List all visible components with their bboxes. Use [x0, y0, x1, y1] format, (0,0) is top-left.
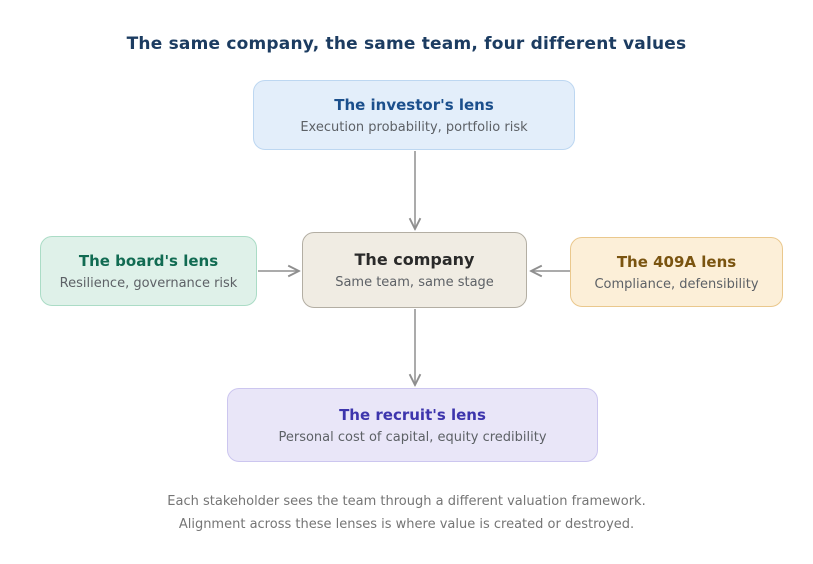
node-company-description: Same team, same stage	[335, 275, 494, 290]
node-investor-label: The investor's lens	[334, 95, 494, 114]
node-board-description: Resilience, governance risk	[59, 275, 238, 291]
node-recruit-description: Personal cost of capital, equity credibi…	[278, 429, 547, 445]
node-recruit-label: The recruit's lens	[339, 405, 486, 424]
node-409a-description: Compliance, defensibility	[594, 276, 759, 292]
node-company: The company Same team, same stage	[302, 232, 527, 308]
node-investor-description: Execution probability, portfolio risk	[300, 119, 528, 135]
node-company-label: The company	[354, 250, 475, 269]
node-board-label: The board's lens	[78, 251, 219, 270]
node-409a-lens: The 409A lens Compliance, defensibility	[570, 237, 783, 307]
diagram-title: The same company, the same team, four di…	[126, 34, 687, 54]
footnote-line-2: Alignment across these lenses is where v…	[178, 517, 635, 532]
footnote-line-1: Each stakeholder sees the team through a…	[167, 494, 646, 509]
node-investor-lens: The investor's lens Execution probabilit…	[253, 80, 575, 150]
node-409a-label: The 409A lens	[616, 252, 737, 271]
node-recruit-lens: The recruit's lens Personal cost of capi…	[227, 388, 598, 462]
node-board-lens: The board's lens Resilience, governance …	[40, 236, 257, 306]
diagram-footnote: Each stakeholder sees the team through a…	[0, 490, 813, 536]
